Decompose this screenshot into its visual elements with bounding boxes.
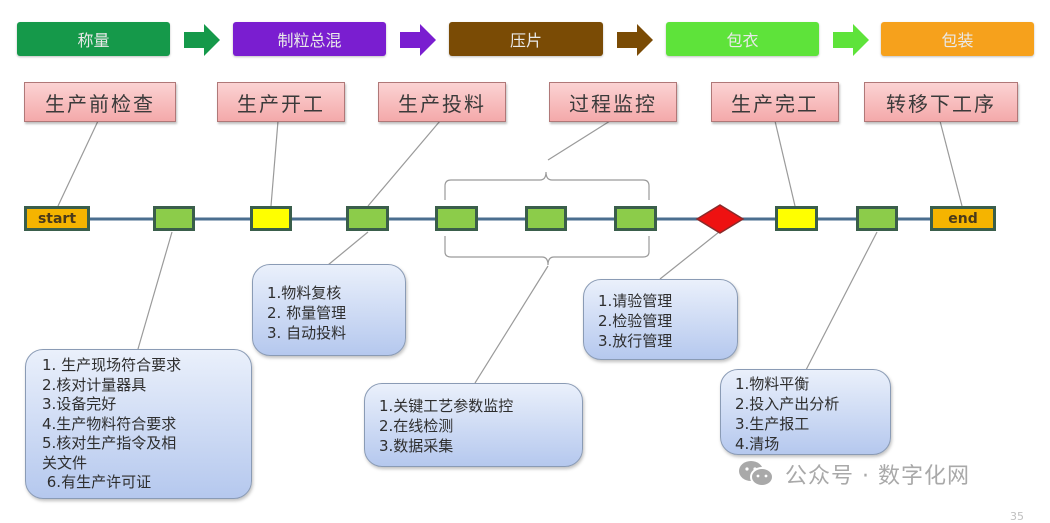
note-item: 1. 生产现场符合要求 bbox=[42, 356, 182, 374]
phase-production-start: 生产开工 bbox=[217, 82, 345, 122]
brace-bottom bbox=[444, 236, 650, 266]
arrow-right-icon bbox=[617, 24, 653, 56]
watermark: 公众号 · 数字化网 bbox=[737, 458, 970, 490]
note-production-complete: 1.物料平衡 2.投入产出分析 3.生产报工 4.清场 bbox=[720, 369, 891, 455]
connector bbox=[137, 231, 173, 350]
node-milestone bbox=[250, 206, 292, 231]
node-step bbox=[346, 206, 389, 231]
arrow-right-icon bbox=[833, 24, 869, 56]
phase-label: 转移下工序 bbox=[886, 91, 996, 116]
arrow-right-icon bbox=[400, 24, 436, 56]
node-step bbox=[856, 206, 898, 231]
connector bbox=[939, 120, 963, 207]
stage-label: 包装 bbox=[941, 31, 974, 50]
note-item: 6.有生产许可证 bbox=[42, 473, 152, 491]
node-label: end bbox=[948, 210, 978, 227]
note-item: 1.关键工艺参数监控 bbox=[379, 397, 514, 415]
note-item: 1.请验管理 bbox=[598, 292, 673, 310]
node-decision-diamond bbox=[695, 204, 745, 234]
connector bbox=[547, 120, 611, 161]
connector bbox=[774, 120, 796, 207]
connector bbox=[805, 231, 878, 371]
connector bbox=[57, 120, 99, 207]
note-item: 3.放行管理 bbox=[598, 332, 673, 350]
note-item: 3.数据采集 bbox=[379, 437, 454, 455]
phase-production-complete: 生产完工 bbox=[711, 82, 839, 122]
note-item: 5.核对生产指令及相 bbox=[42, 434, 177, 452]
note-item: 3.生产报工 bbox=[735, 415, 810, 433]
node-start: start bbox=[24, 206, 90, 231]
connector bbox=[270, 120, 279, 207]
phase-label: 生产完工 bbox=[731, 91, 819, 116]
phase-material-feeding: 生产投料 bbox=[378, 82, 506, 122]
phase-pre-production-check: 生产前检查 bbox=[24, 82, 176, 122]
note-item: 4.清场 bbox=[735, 435, 780, 453]
node-step bbox=[614, 206, 657, 231]
node-label: start bbox=[37, 210, 77, 227]
note-process-monitoring: 1.关键工艺参数监控 2.在线检测 3.数据采集 bbox=[364, 383, 583, 467]
stage-tableting: 压片 bbox=[449, 22, 603, 56]
stage-packaging: 包装 bbox=[881, 22, 1034, 56]
note-item: 2.检验管理 bbox=[598, 312, 673, 330]
stage-label: 称量 bbox=[77, 31, 110, 50]
note-material-feeding: 1.物料复核 2. 称量管理 3. 自动投料 bbox=[252, 264, 406, 356]
note-pre-production: 1. 生产现场符合要求 2.核对计量器具 3.设备完好 4.生产物料符合要求 5… bbox=[25, 349, 252, 499]
node-step bbox=[435, 206, 478, 231]
stage-granulation: 制粒总混 bbox=[233, 22, 386, 56]
phase-label: 生产开工 bbox=[237, 91, 325, 116]
node-step bbox=[153, 206, 195, 231]
note-item: 4.生产物料符合要求 bbox=[42, 414, 177, 433]
phase-transfer-next-step: 转移下工序 bbox=[864, 82, 1018, 122]
note-item: 关文件 bbox=[42, 453, 88, 472]
phase-label: 生产前检查 bbox=[45, 91, 155, 116]
phase-process-monitoring: 过程监控 bbox=[549, 82, 677, 122]
watermark-text: 公众号 · 数字化网 bbox=[785, 464, 970, 489]
wechat-icon bbox=[739, 461, 774, 487]
page-number: 35 bbox=[1010, 510, 1024, 523]
note-item: 1.物料平衡 bbox=[735, 375, 810, 393]
stage-weighing: 称量 bbox=[17, 22, 170, 56]
arrow-right-icon bbox=[184, 24, 220, 56]
phase-label: 过程监控 bbox=[569, 91, 657, 116]
stage-label: 制粒总混 bbox=[277, 31, 342, 50]
note-item: 2. 称量管理 bbox=[267, 304, 347, 322]
stage-coating: 包衣 bbox=[666, 22, 819, 56]
node-end: end bbox=[930, 206, 996, 231]
note-item: 1.物料复核 bbox=[267, 284, 342, 302]
node-milestone bbox=[775, 206, 818, 231]
stage-label: 压片 bbox=[509, 31, 542, 50]
connector bbox=[659, 231, 720, 280]
note-item: 3. 自动投料 bbox=[267, 324, 347, 342]
node-step bbox=[525, 206, 567, 231]
connector bbox=[367, 120, 441, 207]
note-item: 2.投入产出分析 bbox=[735, 395, 840, 413]
note-item: 2.核对计量器具 bbox=[42, 375, 147, 394]
note-quality-management: 1.请验管理 2.检验管理 3.放行管理 bbox=[583, 279, 738, 360]
note-item: 2.在线检测 bbox=[379, 417, 454, 435]
stage-label: 包衣 bbox=[726, 31, 759, 50]
connector bbox=[327, 231, 369, 266]
brace-top bbox=[444, 171, 650, 200]
connector bbox=[474, 265, 549, 384]
phase-label: 生产投料 bbox=[398, 91, 486, 116]
note-item: 3.设备完好 bbox=[42, 395, 117, 413]
